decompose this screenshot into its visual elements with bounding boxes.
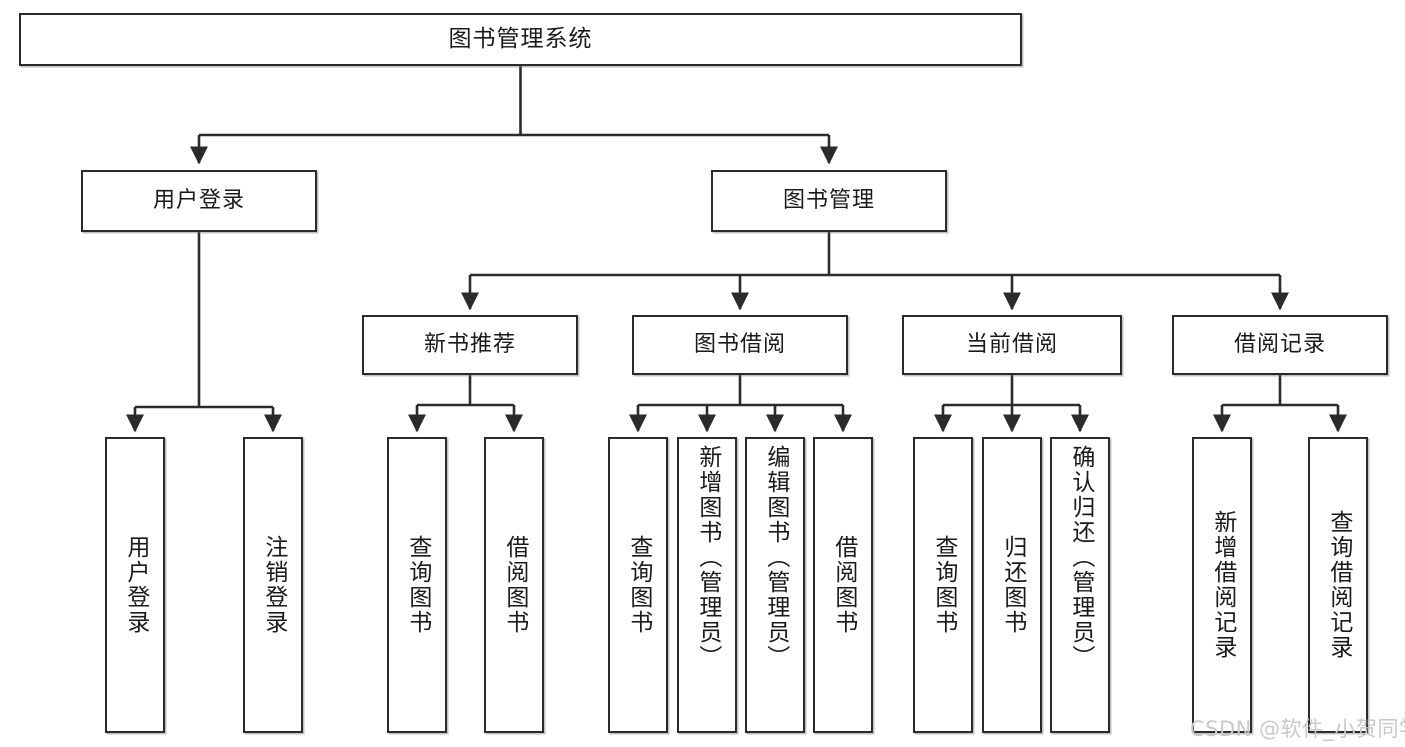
node-root-system[interactable]: 图书管理系统 [19,13,1022,66]
node-current-borrow[interactable]: 当前借阅 [902,315,1122,375]
node-borrow-record[interactable]: 借阅记录 [1172,315,1388,375]
leaf-query-borrow-record[interactable]: 查询借阅记录 [1308,437,1368,733]
node-label: 用户登录 [122,535,149,635]
leaf-logout[interactable]: 注销登录 [243,437,303,733]
node-label: 查询图书 [404,535,431,635]
leaf-return-book[interactable]: 归还图书 [982,437,1042,733]
node-label: 图书管理系统 [448,25,593,52]
node-label: 注销登录 [260,535,287,635]
leaf-confirm-return-admin[interactable]: 确认归还（管理员） [1050,437,1110,733]
leaf-query-book-recommend[interactable]: 查询图书 [387,437,447,733]
leaf-query-book-current[interactable]: 查询图书 [913,437,973,733]
node-label: 当前借阅 [965,332,1058,358]
node-label: 新书推荐 [423,332,516,358]
leaf-borrow-book[interactable]: 借阅图书 [813,437,873,733]
leaf-add-book-admin[interactable]: 新增图书（管理员） [677,437,737,733]
node-label: 编辑图书（管理员） [762,445,789,670]
node-label: 图书借阅 [693,332,786,358]
node-book-borrow[interactable]: 图书借阅 [632,315,848,375]
node-label: 新增图书（管理员） [694,445,721,670]
node-label: 新增借阅记录 [1209,510,1236,660]
node-book-management[interactable]: 图书管理 [711,170,947,232]
node-label: 借阅图书 [501,535,528,635]
leaf-borrow-book-recommend[interactable]: 借阅图书 [484,437,544,733]
node-label: 查询图书 [625,535,652,635]
node-label: 用户登录 [152,188,245,214]
node-label: 图书管理 [782,188,875,214]
leaf-query-book-borrow[interactable]: 查询图书 [608,437,668,733]
leaf-add-borrow-record[interactable]: 新增借阅记录 [1192,437,1252,733]
leaf-user-login[interactable]: 用户登录 [105,437,165,733]
node-user-login[interactable]: 用户登录 [81,170,317,232]
leaf-edit-book-admin[interactable]: 编辑图书（管理员） [745,437,805,733]
node-new-book-recommend[interactable]: 新书推荐 [362,315,578,375]
node-label: 借阅图书 [830,535,857,635]
node-label: 查询图书 [930,535,957,635]
node-label: 归还图书 [999,535,1026,635]
node-label: 借阅记录 [1233,332,1326,358]
csdn-watermark: CSDN @软件_小贺同学 [1190,717,1405,741]
node-label: 查询借阅记录 [1325,510,1352,660]
node-label: 确认归还（管理员） [1067,445,1094,670]
